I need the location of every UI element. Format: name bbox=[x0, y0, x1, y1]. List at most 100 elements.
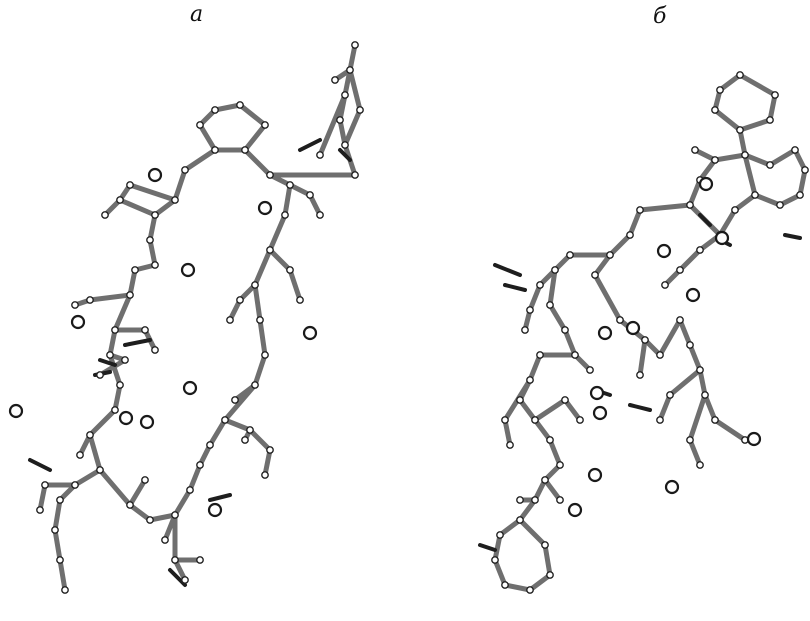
atom bbox=[516, 496, 524, 504]
hydrogen-bond bbox=[783, 233, 802, 240]
bond bbox=[607, 232, 633, 258]
bond bbox=[242, 122, 268, 153]
atom bbox=[666, 391, 674, 399]
atom bbox=[606, 251, 614, 259]
bond bbox=[562, 327, 578, 358]
bond bbox=[57, 557, 68, 593]
atom bbox=[696, 246, 704, 254]
atom bbox=[256, 316, 264, 324]
atom bbox=[686, 436, 694, 444]
atom bbox=[116, 196, 124, 204]
atom bbox=[561, 396, 569, 404]
atom bbox=[696, 366, 704, 374]
bond bbox=[252, 352, 268, 388]
oxygen-atom bbox=[147, 167, 163, 183]
atom bbox=[571, 351, 579, 359]
atom bbox=[96, 466, 104, 474]
atom bbox=[186, 486, 194, 494]
atom bbox=[541, 476, 549, 484]
atom bbox=[116, 381, 124, 389]
atom bbox=[771, 91, 779, 99]
atom bbox=[141, 476, 149, 484]
hydrogen-bond bbox=[338, 148, 352, 162]
oxygen-atom bbox=[139, 414, 155, 430]
bond bbox=[737, 117, 773, 133]
bond bbox=[527, 352, 543, 383]
atom bbox=[556, 461, 564, 469]
atom bbox=[71, 481, 79, 489]
bond bbox=[542, 477, 563, 503]
atom bbox=[96, 371, 104, 379]
molecule-b-ball-and-stick bbox=[478, 71, 809, 594]
bond bbox=[532, 417, 553, 443]
atom bbox=[181, 576, 189, 584]
atom bbox=[341, 141, 349, 149]
atom bbox=[341, 91, 349, 99]
atom bbox=[676, 316, 684, 324]
bond bbox=[657, 317, 683, 358]
atom bbox=[516, 516, 524, 524]
oxygen-atom bbox=[597, 325, 613, 341]
atom bbox=[146, 516, 154, 524]
atom bbox=[306, 191, 314, 199]
bond bbox=[117, 197, 158, 218]
oxygen-atom bbox=[118, 410, 134, 426]
atom bbox=[236, 101, 244, 109]
atom bbox=[736, 126, 744, 134]
bond bbox=[767, 147, 798, 168]
atom bbox=[261, 121, 269, 129]
bond bbox=[222, 417, 253, 433]
atom bbox=[351, 41, 359, 49]
atom bbox=[521, 326, 529, 334]
bond bbox=[687, 392, 708, 443]
bond bbox=[502, 417, 513, 448]
bond bbox=[127, 477, 148, 508]
atom bbox=[111, 406, 119, 414]
hydrogen-bond bbox=[698, 213, 712, 227]
atom bbox=[266, 171, 274, 179]
atom bbox=[261, 351, 269, 359]
atom bbox=[656, 416, 664, 424]
atom bbox=[626, 231, 634, 239]
bond bbox=[87, 292, 133, 303]
molecule-a-atoms bbox=[8, 41, 364, 594]
atom bbox=[686, 341, 694, 349]
atom bbox=[516, 396, 524, 404]
atom bbox=[691, 146, 699, 154]
oxygen-atom bbox=[70, 314, 86, 330]
bond bbox=[497, 517, 523, 538]
bond bbox=[702, 392, 718, 423]
bond bbox=[112, 292, 133, 333]
oxygen-atom bbox=[746, 431, 762, 447]
atom bbox=[296, 296, 304, 304]
hydrogen-bond bbox=[208, 493, 232, 502]
atom bbox=[51, 526, 59, 534]
atom bbox=[121, 356, 129, 364]
oxygen-atom bbox=[180, 262, 196, 278]
oxygen-atom bbox=[257, 200, 273, 216]
atom bbox=[576, 416, 584, 424]
bond bbox=[542, 542, 553, 578]
atom bbox=[796, 191, 804, 199]
bond bbox=[637, 337, 648, 378]
bond bbox=[347, 67, 363, 113]
hydrogen-bond bbox=[98, 358, 117, 367]
bond bbox=[717, 72, 743, 93]
atom bbox=[636, 371, 644, 379]
atom bbox=[526, 376, 534, 384]
bond bbox=[532, 397, 568, 423]
bond bbox=[492, 532, 503, 563]
bond bbox=[52, 497, 63, 533]
bond bbox=[187, 462, 203, 493]
atom bbox=[696, 461, 704, 469]
atom bbox=[171, 556, 179, 564]
bond bbox=[712, 417, 748, 443]
bond bbox=[127, 182, 178, 203]
atom bbox=[731, 206, 739, 214]
atom bbox=[241, 436, 249, 444]
atom bbox=[151, 211, 159, 219]
bond bbox=[592, 272, 623, 323]
bond bbox=[687, 342, 703, 373]
atom bbox=[506, 441, 514, 449]
oxygen-atom bbox=[589, 385, 605, 401]
